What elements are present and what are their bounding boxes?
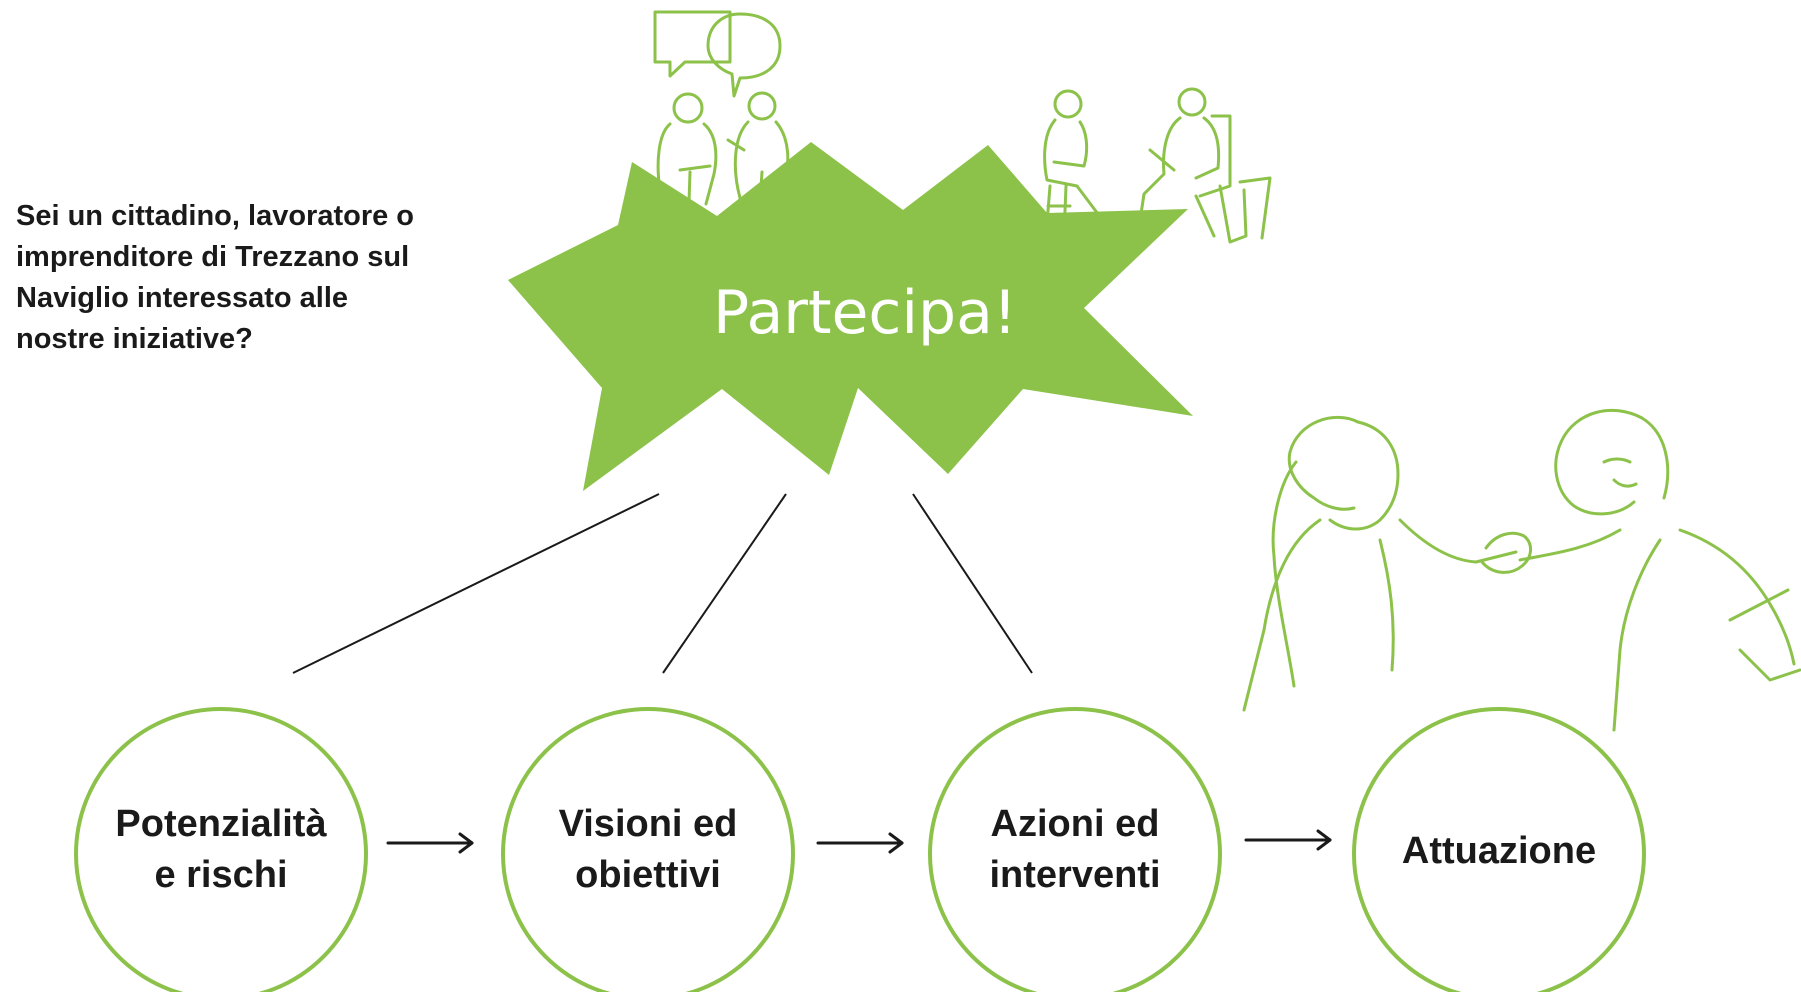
stage-label-line-2: e rischi: [154, 854, 287, 896]
intro-line-4: nostre iniziative?: [16, 323, 253, 355]
stage-attuazione: Attuazione: [1352, 707, 1646, 992]
stage-label-line-1: Visioni ed: [559, 803, 738, 845]
stage-visioni: Visioni ed obiettivi: [501, 707, 795, 992]
intro-line-2: imprenditore di Trezzano sul: [16, 241, 410, 273]
intro-line-1: Sei un cittadino, lavoratore o: [16, 200, 415, 232]
callout-burst: [508, 142, 1193, 491]
connector-line-3: [912, 493, 1033, 674]
stage-circle: [928, 707, 1222, 992]
right-arrow-icon: [1244, 829, 1332, 851]
stage-azioni: Azioni ed interventi: [928, 707, 1222, 992]
stage-circle: [501, 707, 795, 992]
stage-potenzialita: Potenzialità e rischi: [74, 707, 368, 992]
callout-label: Partecipa!: [713, 278, 1017, 348]
connector-line-1: [292, 493, 660, 674]
stage-label-line-2: obiettivi: [575, 854, 721, 896]
stage-circle: [74, 707, 368, 992]
stage-circle: [1352, 707, 1646, 992]
people-talking-illustration: [653, 10, 790, 234]
stage-label-line-1: Attuazione: [1402, 830, 1596, 872]
burst-connectors: [292, 493, 1033, 674]
right-arrow-icon: [816, 832, 904, 854]
connector-line-2: [662, 493, 787, 674]
stage-label-line-1: Potenzialità: [115, 803, 327, 845]
handshake-illustration: [1242, 408, 1801, 732]
intro-line-3: Naviglio interessato alle: [16, 282, 349, 314]
right-arrow-icon: [386, 832, 474, 854]
people-seated-illustration: [1043, 87, 1272, 244]
intro-question: Sei un cittadino, lavoratore o imprendit…: [16, 196, 496, 360]
stage-label-line-2: interventi: [989, 854, 1160, 896]
stage-label-line-1: Azioni ed: [991, 803, 1160, 845]
stage-arrows: [386, 829, 1332, 854]
